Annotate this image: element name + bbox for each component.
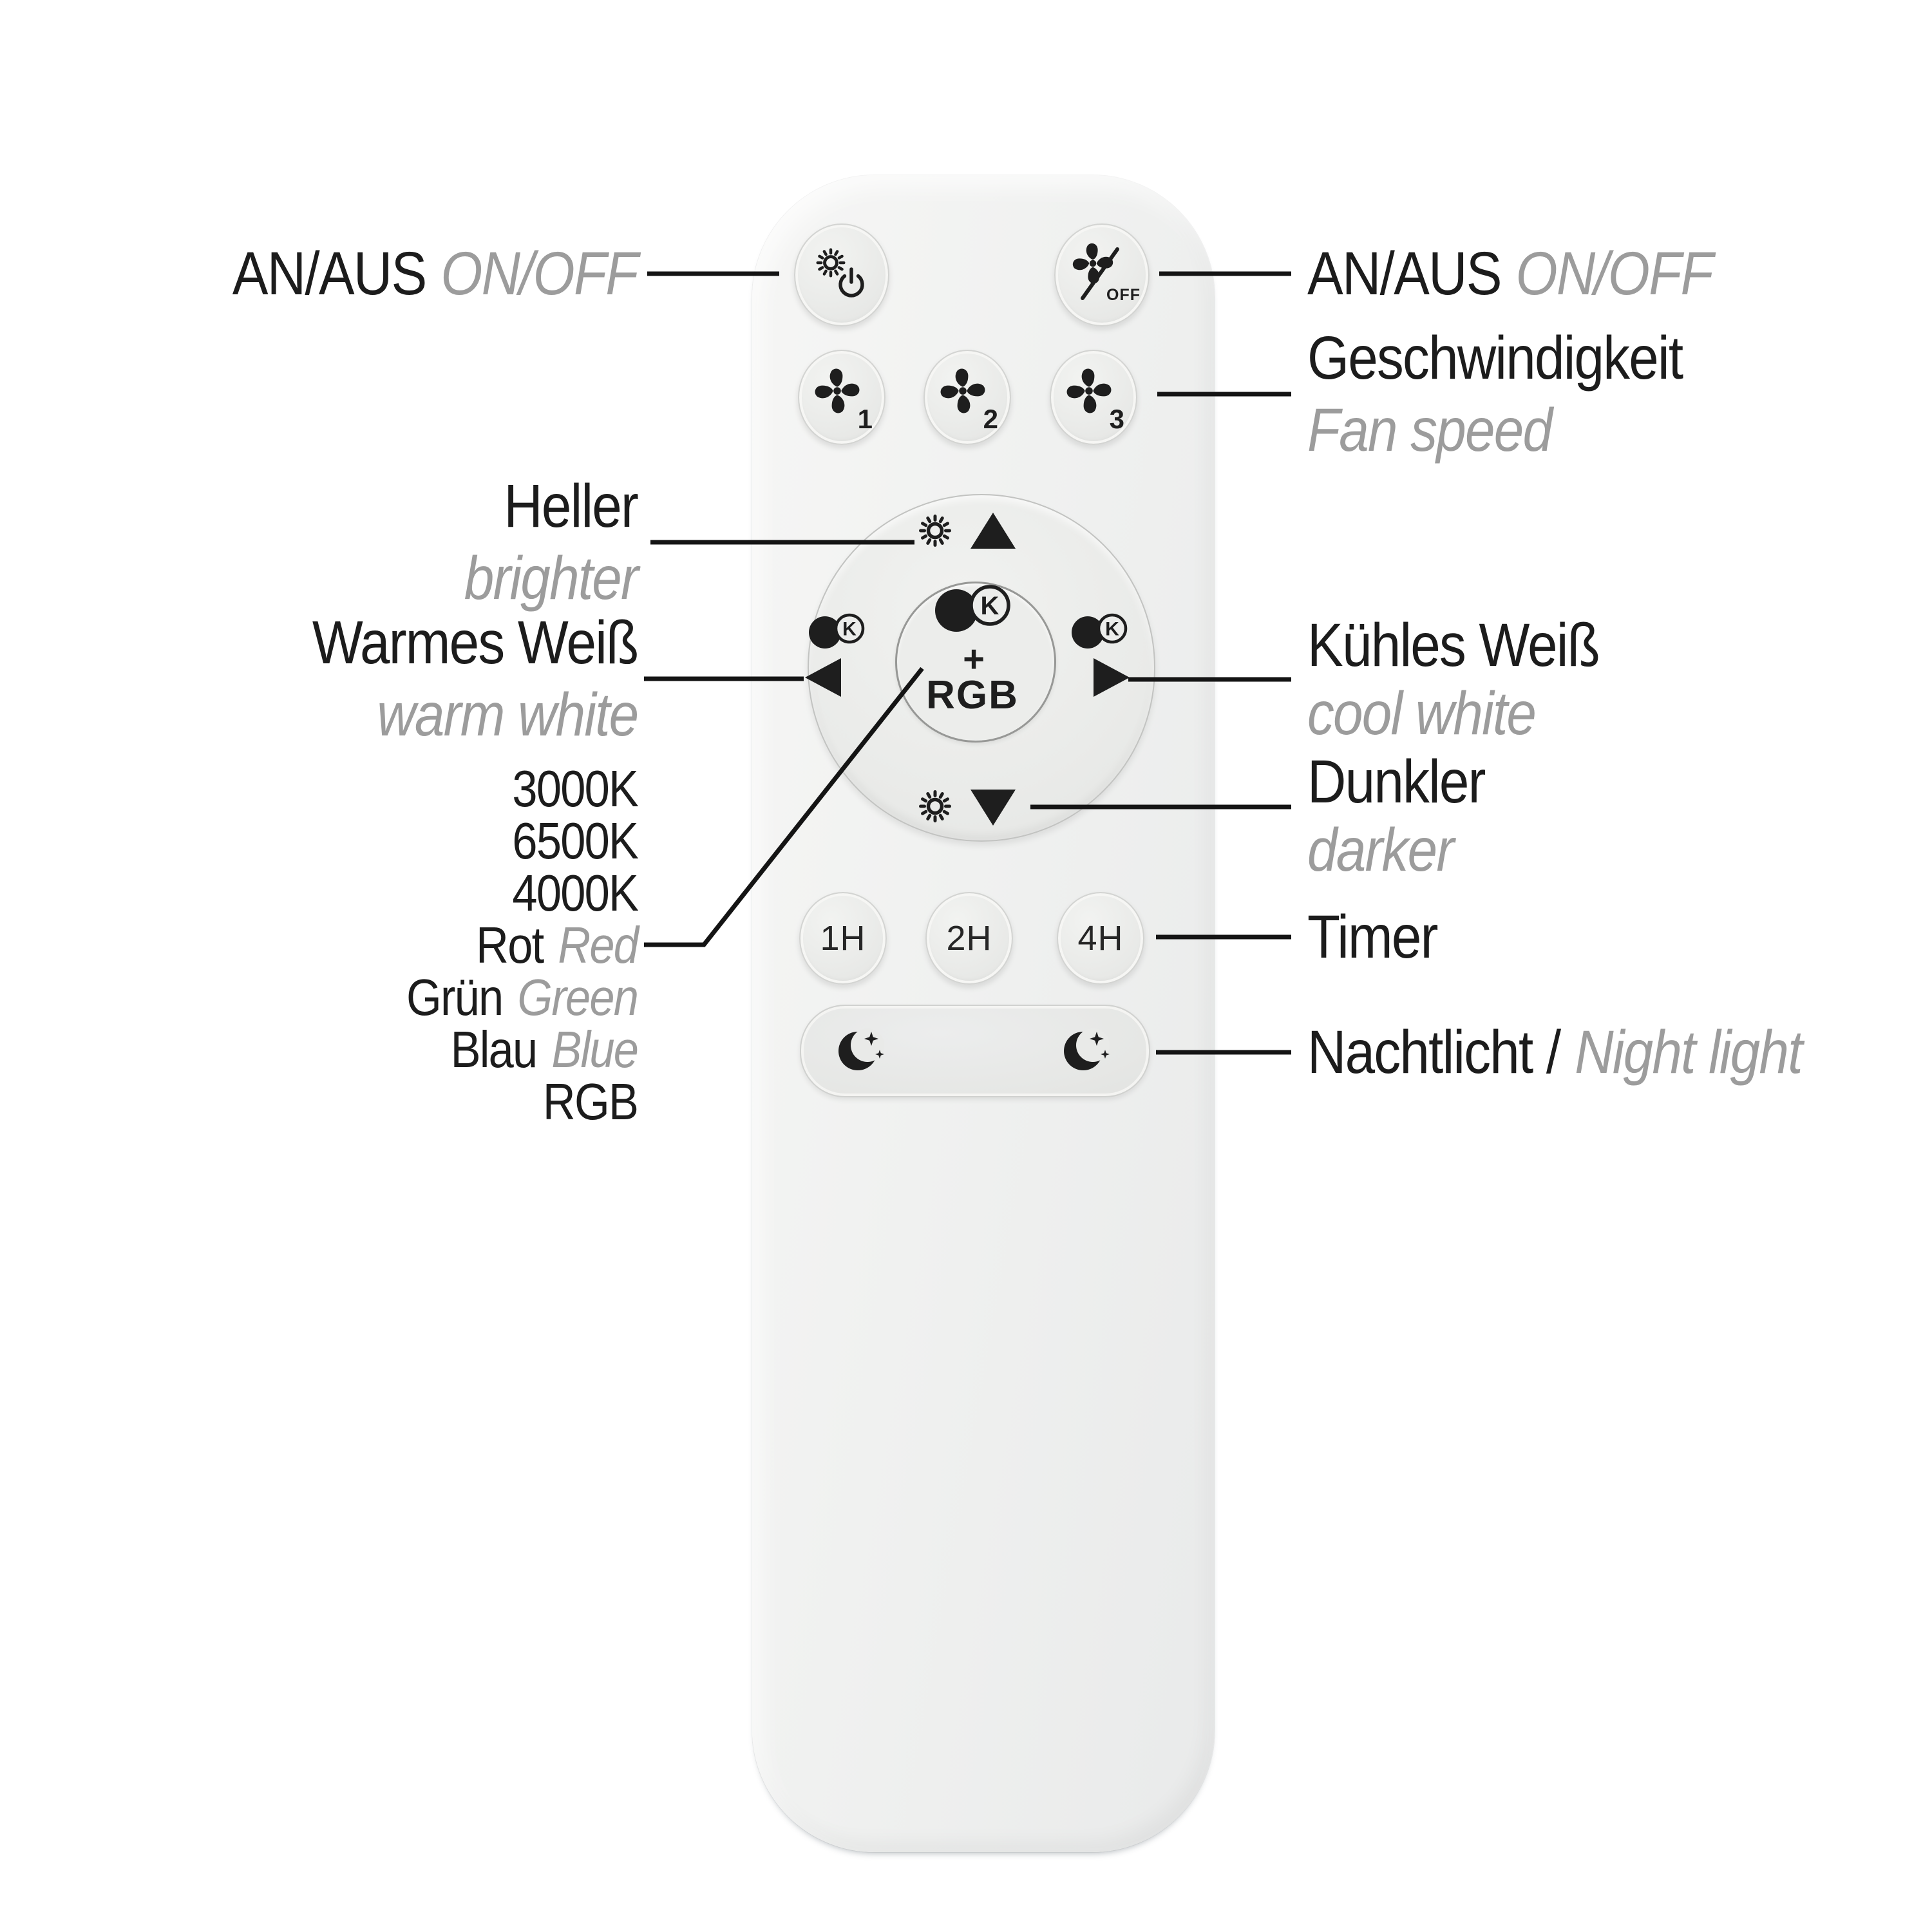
darker-button[interactable]: [908, 781, 1024, 832]
timer-4h-label: 4H: [1077, 919, 1124, 958]
plus-label: +: [963, 638, 985, 680]
sun-icon: [921, 792, 950, 821]
arrow-up-icon: [971, 513, 1016, 549]
timer-2h-label: 2H: [946, 919, 992, 958]
fan-speed-3-button[interactable]: 3: [1050, 350, 1137, 445]
fan-speed-1-button[interactable]: 1: [798, 350, 886, 445]
fan-speed-2-label: 2: [983, 404, 998, 434]
label-cool-white-darker: Kühles Weiß cool white Dunkler darker: [1307, 611, 1600, 884]
svg-text:K: K: [842, 619, 857, 640]
brighter-button[interactable]: [908, 506, 1024, 558]
fan-off-icon: [1072, 243, 1119, 300]
label-fan-speed: Geschwindigkeit Fan speed: [1307, 324, 1683, 464]
kelvin-moon-icon: K: [1072, 613, 1128, 649]
kelvin-moon-icon: K: [809, 613, 865, 649]
timer-2h-button[interactable]: 2H: [925, 892, 1013, 985]
light-power-icon: [795, 225, 864, 298]
light-on-off-button[interactable]: [794, 223, 889, 327]
fan-speed-3-label: 3: [1109, 404, 1124, 434]
svg-text:K: K: [981, 592, 999, 620]
label-brighter: Heller brighter: [464, 472, 639, 612]
label-night-light: Nachtlicht /Night light: [1307, 1018, 1803, 1086]
timer-1h-label: 1H: [820, 919, 866, 958]
fan-speed-2-button[interactable]: 2: [923, 350, 1011, 445]
svg-text:K: K: [1105, 619, 1119, 640]
sun-icon: [921, 516, 950, 545]
timer-1h-button[interactable]: 1H: [799, 892, 887, 985]
fan-speed-1-label: 1: [857, 404, 873, 434]
center-kelvin-moon-icon: K: [918, 580, 1027, 641]
fan-off-label: OFF: [1106, 286, 1141, 304]
night-light-button[interactable]: [800, 1005, 1150, 1097]
label-timer: Timer: [1307, 903, 1438, 971]
arrow-down-icon: [971, 790, 1016, 826]
timer-4h-button[interactable]: 4H: [1057, 892, 1144, 985]
arrow-right-icon: [1094, 658, 1130, 697]
label-warm-white: Warmes Weiß warm white: [312, 609, 639, 749]
moon-stars-icon: [1064, 1028, 1110, 1070]
cool-white-button[interactable]: K: [1060, 607, 1137, 703]
rgb-label: RGB: [926, 673, 1019, 717]
moon-stars-icon: [838, 1028, 884, 1070]
arrow-left-icon: [805, 658, 841, 697]
warm-white-button[interactable]: K: [797, 607, 875, 703]
fan-off-button[interactable]: OFF: [1054, 223, 1150, 327]
